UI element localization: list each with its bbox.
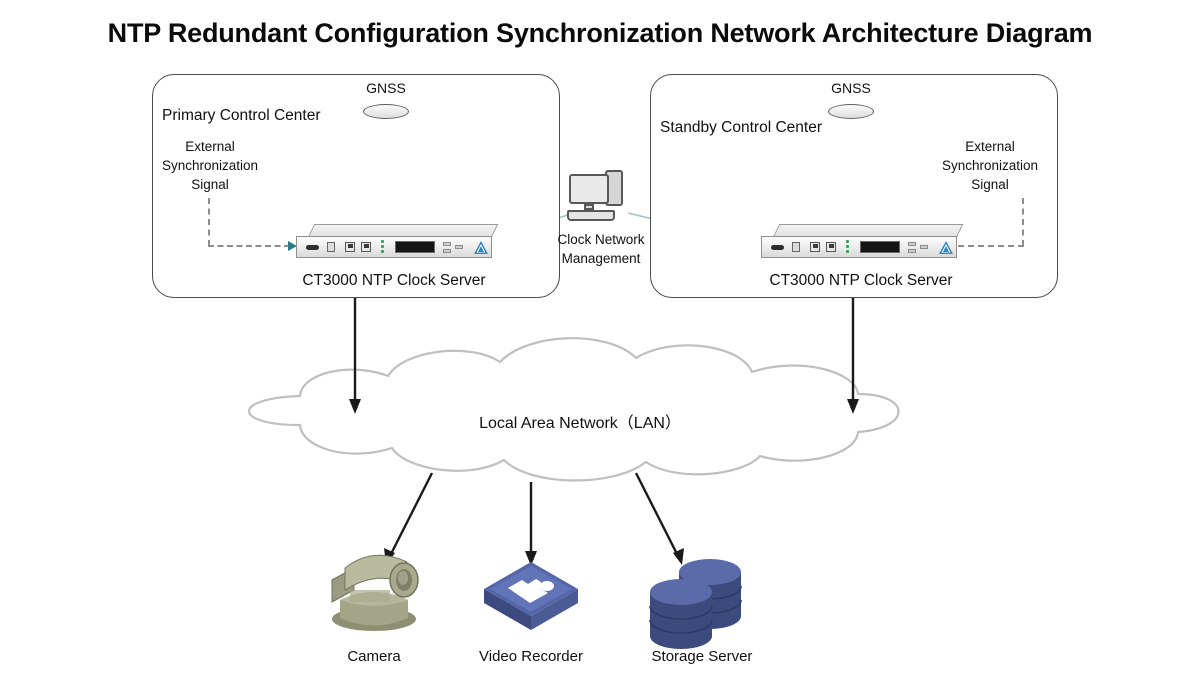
storage-server-label: Storage Server (651, 648, 753, 665)
status-led-1 (381, 240, 384, 243)
ethernet-port-2 (826, 242, 836, 252)
ct3000-label-primary: CT3000 NTP Clock Server (302, 272, 486, 289)
clock-management-line-1: Clock Network (557, 232, 645, 247)
storage-server-icon (649, 559, 742, 649)
gnss-antenna-icon-standby (828, 104, 874, 119)
camera-label: Camera (347, 648, 401, 665)
usb-port (327, 242, 335, 252)
gnss-label-primary: GNSS (366, 80, 406, 96)
lcd-display (395, 241, 435, 253)
vendor-logo-icon (473, 240, 489, 256)
clock-network-management-icon (565, 168, 637, 226)
ct3000-clock-server-primary (296, 224, 499, 258)
gnss-label-standby: GNSS (831, 80, 871, 96)
ethernet-port-1 (345, 242, 355, 252)
arrow-lan-to-camera (384, 472, 434, 565)
camera-icon (331, 554, 419, 631)
external-sync-line-1: External (185, 139, 235, 154)
keypad-button-3 (920, 245, 928, 249)
arrow-standby-to-lan (847, 298, 859, 414)
lan-cloud-label: Local Area Network（LAN） (479, 415, 681, 432)
page-title: NTP Redundant Configuration Synchronizat… (107, 18, 1093, 48)
ethernet-port-1 (810, 242, 820, 252)
external-sync-line-3: Signal (191, 177, 229, 192)
external-sync-dashed-vertical-primary (208, 198, 210, 246)
arrow-lan-to-storage-server (634, 472, 684, 565)
ethernet-port-2 (361, 242, 371, 252)
external-sync-dashed-horizontal-standby (948, 245, 1024, 247)
usb-port (792, 242, 800, 252)
lcd-display (860, 241, 900, 253)
status-led-3 (381, 250, 384, 253)
external-sync-line-3: Signal (971, 177, 1009, 192)
video-recorder-icon (484, 562, 578, 630)
clock-management-line-2: Management (561, 251, 641, 266)
external-sync-line-2: Synchronization (161, 158, 259, 173)
pc-monitor-stand (584, 204, 594, 210)
rack-front-panel (761, 236, 957, 258)
primary-control-center-title: Primary Control Center (162, 107, 321, 124)
external-sync-dashed-vertical-standby (1022, 198, 1024, 246)
keypad-button-1 (443, 242, 451, 246)
keypad-button-1 (908, 242, 916, 246)
arrow-lan-to-video-recorder (525, 482, 537, 566)
external-sync-line-1: External (965, 139, 1015, 154)
external-sync-line-2: Synchronization (941, 158, 1039, 173)
arrow-primary-to-lan (349, 298, 361, 414)
keypad-button-2 (908, 249, 916, 253)
external-sync-label-standby: External Synchronization Signal (928, 137, 1052, 194)
primary-control-center-box (152, 74, 560, 298)
pc-keyboard (567, 210, 615, 221)
lan-cloud (248, 337, 900, 482)
console-port (306, 245, 319, 250)
keypad-button-2 (443, 249, 451, 253)
pc-monitor (569, 174, 609, 204)
external-sync-dashed-horizontal-primary (208, 245, 290, 247)
external-sync-label-primary: External Synchronization Signal (148, 137, 272, 194)
console-port (771, 245, 784, 250)
video-recorder-label: Video Recorder (479, 648, 583, 665)
rack-front-panel (296, 236, 492, 258)
status-led-2 (381, 245, 384, 248)
gnss-antenna-icon-primary (363, 104, 409, 119)
ct3000-label-standby: CT3000 NTP Clock Server (769, 272, 953, 289)
ct3000-clock-server-standby (761, 224, 964, 258)
status-led-1 (846, 240, 849, 243)
standby-control-center-title: Standby Control Center (660, 119, 822, 136)
external-sync-arrowhead-primary (288, 241, 297, 251)
status-led-2 (846, 245, 849, 248)
status-led-3 (846, 250, 849, 253)
vendor-logo-icon (938, 240, 954, 256)
clock-network-management-label: Clock Network Management (528, 230, 674, 268)
keypad-button-3 (455, 245, 463, 249)
